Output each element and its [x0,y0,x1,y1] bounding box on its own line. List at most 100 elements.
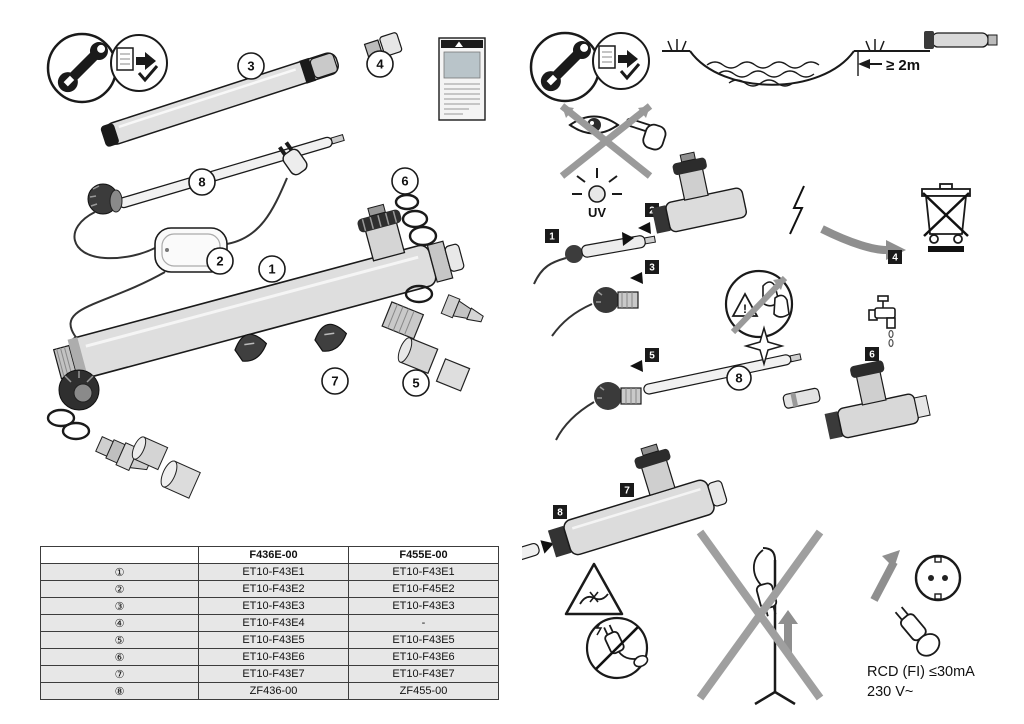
faucet-icon [868,295,896,348]
weee-bin-icon [921,183,971,252]
f455-cell: ET10-F43E6 [348,648,499,666]
f455-cell: ET10-F43E3 [348,597,499,615]
f455-cell: - [348,614,499,632]
table-row: ⑦ ET10-F43E7 ET10-F43E7 [40,665,499,683]
part-clamp-7 [314,323,348,352]
step-badge-5 [645,348,659,362]
step-badge-4 [888,250,902,264]
f455-cell: ET10-F45E2 [348,580,499,598]
f436-cell: ET10-F43E6 [198,648,349,666]
f436-cell: ZF436-00 [198,682,349,700]
device-on-bank [924,31,998,49]
step-1-label: 1 [549,232,555,243]
callout-2-label: 2 [216,254,223,269]
part-tube-3 [100,52,339,147]
installation-diagram: ≥ 2m [522,31,998,706]
wrench-icon [529,31,601,103]
warning-exclaim-label: ! [743,302,747,316]
f455-cell: ET10-F43E1 [348,563,499,581]
callout-6-label: 6 [401,174,408,189]
part-id-cell: ⑦ [40,665,199,683]
grass-tuft [667,39,687,52]
step-7-8-group: 7 8 [522,443,728,567]
step-6-group: 6 [865,295,896,361]
housing-head [824,360,931,440]
f455-cell: ZF455-00 [348,682,499,700]
exploded-parts-diagram: 3 4 8 [46,32,486,499]
gloves-warning-icon: ! [724,269,794,339]
step-6-label: 6 [869,350,875,361]
callout-3-label: 3 [247,59,254,74]
step-badge-6 [865,347,879,361]
uv-warning-group: UV [559,103,667,220]
insert-arrow [638,222,651,234]
col-f436: F436E-00 [198,546,349,564]
parts-table: F436E-00 F455E-00 ① ET10-F43E1 ET10-F43E… [40,546,499,700]
table-row: ① ET10-F43E1 ET10-F43E1 [40,563,499,581]
part-id-cell: ⑥ [40,648,199,666]
callout-6: 6 [391,167,419,195]
star-icon [743,325,785,367]
adapter-cylinder [131,436,169,471]
rcd-label: RCD (FI) ≤30mA [867,664,975,680]
step-1-group: 1 [533,229,656,285]
part-id-cell: ① [40,563,199,581]
f455-cell: ET10-F43E5 [348,631,499,649]
step-2-group: 2 [638,151,747,234]
plug-hand-icon [894,606,941,657]
uv-lamp-icon [572,168,622,203]
lightning-icon [789,185,805,235]
step-8-label: 8 [557,508,563,519]
f436-cell: ET10-F43E1 [198,563,349,581]
step-badge-7 [620,483,634,497]
power-outlet-icon [914,554,962,602]
up-arrowhead [882,550,900,568]
f455-cell: ET10-F43E7 [348,665,499,683]
step-7-label: 7 [624,486,630,497]
uv-label: UV [588,205,606,220]
instruction-leaflet [438,37,486,121]
step-5-group: 5 [555,348,802,441]
callout-8: 8 [188,168,216,196]
part-lamp-8 [118,134,345,209]
step-4-label: 4 [892,253,898,264]
part-clamp-7 [234,333,268,362]
table-row: ③ ET10-F43E3 ET10-F43E3 [40,597,499,615]
mains-cable [226,177,288,245]
f436-cell: ET10-F43E2 [198,580,349,598]
table-row: ⑤ ET10-F43E5 ET10-F43E5 [40,631,499,649]
table-row: ⑧ ZF436-00 ZF455-00 [40,682,499,700]
part-fittings-5 [381,284,484,392]
insert-arrow [630,272,643,284]
callout-2: 2 [206,247,234,275]
star-callout-label: 8 [735,371,742,386]
union-nut [58,369,100,411]
callout-3: 3 [237,52,265,80]
lamp-nut [87,183,123,215]
no-pull-plug-icon [585,616,649,680]
step-4-group: 4 [820,183,971,264]
adapter-cylinder [160,460,201,499]
part-id-cell: ③ [40,597,199,615]
part-id-cell: ⑤ [40,631,199,649]
f436-cell: ET10-F43E4 [198,614,349,632]
step-badge-1 [545,229,559,243]
lamp-cable [73,211,156,260]
table-row: ④ ET10-F43E4 - [40,614,499,632]
table-header-row: F436E-00 F455E-00 [40,546,499,564]
callout-1: 1 [258,255,286,283]
insert-arrow [630,360,643,372]
part-orings-6 [394,193,438,247]
coupling-piece [782,387,821,409]
col-part [40,546,199,564]
wrench-icon [46,32,118,104]
table-row: ② ET10-F43E2 ET10-F45E2 [40,580,499,598]
col-f455: F455E-00 [348,546,499,564]
callout-7-label: 7 [331,374,338,389]
up-arrow [778,610,798,654]
callout-5: 5 [402,369,430,397]
callout-4-label: 4 [376,57,384,72]
step-badge-3 [645,260,659,274]
power-plug-icon [278,141,308,176]
table-row: ⑥ ET10-F43E6 ET10-F43E6 [40,648,499,666]
